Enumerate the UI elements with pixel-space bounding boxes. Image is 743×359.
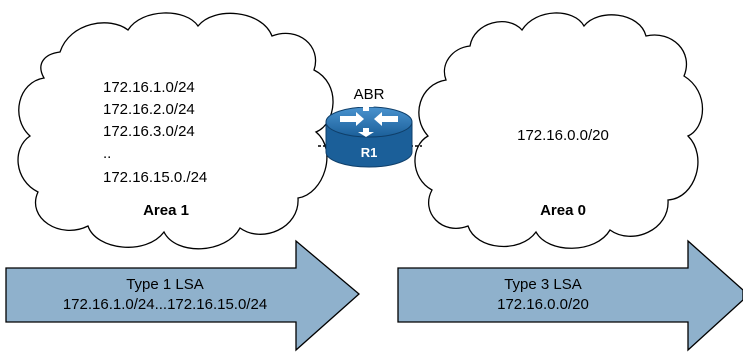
type1-lsa-label: Type 1 LSA (126, 276, 204, 293)
lsa-arrow-left (5, 239, 360, 352)
type3-lsa-prefixes: 172.16.0.0/20 (497, 296, 589, 313)
router-arrows-icon (340, 102, 398, 137)
area-0-cloud (414, 12, 704, 249)
area1-network-3: 172.16.3.0/24 (103, 123, 195, 140)
area1-network-2: 172.16.2.0/24 (103, 101, 195, 118)
area-1-label: Area 1 (143, 202, 189, 219)
router-r1[interactable]: R1 (325, 102, 413, 168)
type1-lsa-prefixes: 172.16.1.0/24...172.16.15.0/24 (63, 296, 267, 313)
type3-lsa-label: Type 3 LSA (504, 276, 582, 293)
area1-network-1: 172.16.1.0/24 (103, 79, 195, 96)
area1-network-ellipsis: .. (103, 145, 111, 162)
lsa-arrow-right (397, 239, 743, 352)
area0-network: 172.16.0.0/20 (517, 127, 609, 144)
router-name: R1 (361, 145, 378, 160)
abr-label: ABR (354, 86, 385, 103)
area1-network-15: 172.16.15.0./24 (103, 169, 207, 186)
area-0-label: Area 0 (540, 202, 586, 219)
area-1-cloud (17, 12, 334, 250)
